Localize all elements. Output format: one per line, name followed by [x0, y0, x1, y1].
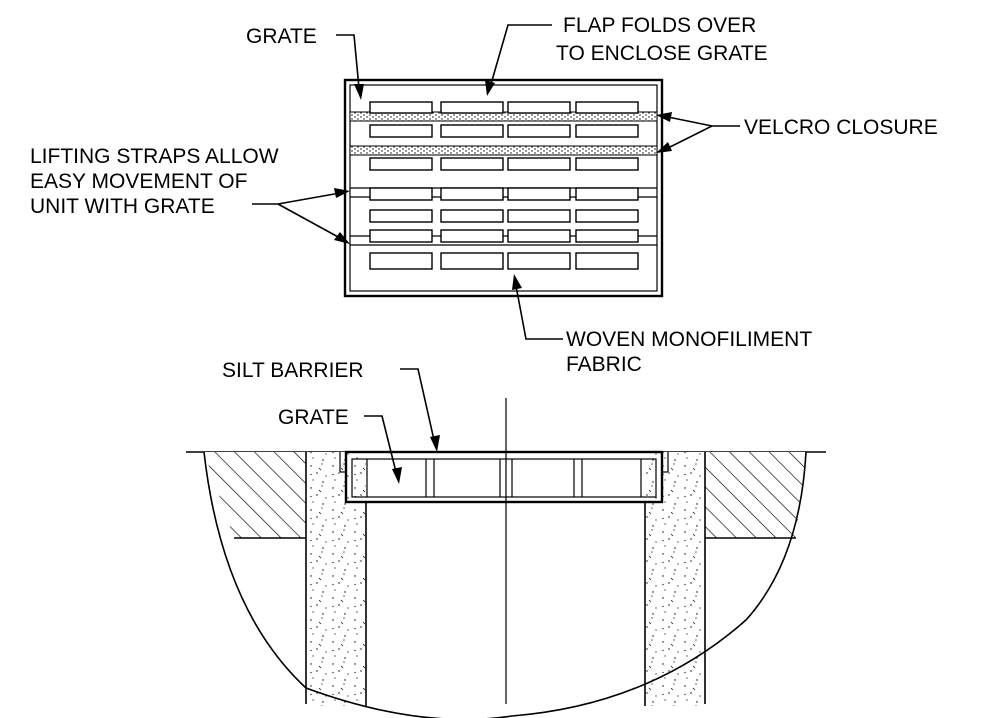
grate-section-arrowhead: [392, 467, 402, 484]
soil-hatch-right: [705, 452, 806, 538]
excavation-outline: [203, 451, 807, 718]
velcro-strip-middle: [349, 145, 658, 156]
grate-plan-arrowhead: [354, 84, 364, 100]
plan-view: GRATE FLAP FOLDS OVER TO ENCLOSE GRATE V…: [30, 14, 938, 376]
lifting-arrowhead-top: [334, 188, 350, 198]
velcro-leader-lower: [667, 125, 713, 149]
grate-plan-label: GRATE: [246, 25, 317, 48]
woven-arrowhead: [512, 274, 522, 290]
grate-frame: [351, 458, 657, 498]
silt-barrier-fabric: [344, 450, 664, 504]
velcro-arrowhead-top: [656, 112, 672, 122]
grate-section-label: GRATE: [278, 406, 349, 429]
section-view: SILT BARRIER GRATE: [186, 359, 826, 718]
silt-barrier-leader: [400, 368, 435, 441]
grate-section-leader: [364, 415, 397, 473]
flap-arrowhead: [485, 80, 495, 96]
woven-label-line1: WOVEN MONOFILIMENT: [566, 328, 812, 351]
woven-leader: [515, 285, 563, 340]
velcro-arrowhead-bottom: [656, 142, 672, 153]
grate-slots: [369, 101, 639, 270]
lifting-leader-lower: [277, 203, 341, 239]
concrete-wall-right: [645, 452, 705, 706]
grate-plan-leader: [336, 34, 360, 89]
grate-bars: [366, 459, 642, 497]
flap-leader: [490, 24, 552, 85]
concrete-wall-left: [306, 452, 366, 706]
lifting-leader: [252, 192, 341, 205]
lifting-label-line2: EASY MOVEMENT OF: [30, 170, 247, 193]
woven-label-line2: FABRIC: [566, 353, 642, 376]
velcro-label: VELCRO CLOSURE: [744, 116, 938, 139]
flap-label-line2: TO ENCLOSE GRATE: [556, 42, 768, 65]
silt-barrier-arrowhead: [430, 435, 440, 452]
velcro-leader: [667, 116, 740, 127]
lifting-arrowhead-bottom: [334, 232, 350, 244]
silt-barrier-label: SILT BARRIER: [222, 359, 364, 382]
soil-hatch-left: [204, 452, 306, 538]
lifting-label-line1: LIFTING STRAPS ALLOW: [30, 145, 279, 168]
fabric-outer-border: [343, 78, 664, 298]
flap-label-line1: FLAP FOLDS OVER: [563, 14, 756, 37]
lifting-label-line3: UNIT WITH GRATE: [30, 195, 215, 218]
